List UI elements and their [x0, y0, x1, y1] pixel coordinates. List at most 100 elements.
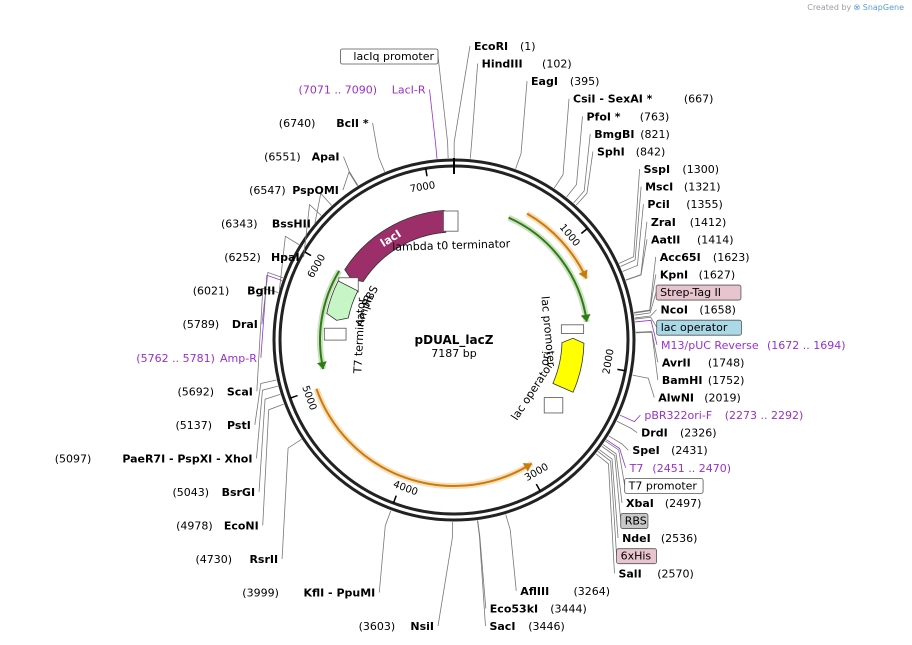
site-apai[interactable]: ApaI(6551) [264, 151, 339, 164]
site-ncoi[interactable]: NcoI(1658) [661, 304, 736, 317]
site-econi[interactable]: EcoNI(4978) [176, 519, 259, 532]
site-eco53ki[interactable]: Eco53kI(3444) [490, 602, 587, 615]
site-name: HpaI [271, 251, 300, 264]
site-scai[interactable]: ScaI(5692) [177, 385, 252, 398]
site-amp-r[interactable]: Amp-R(5762 .. 5781) [136, 352, 257, 365]
site-avrii[interactable]: AvrII(1748) [662, 356, 745, 369]
site-rsrii[interactable]: RsrII(4730) [196, 553, 279, 566]
site-name: SacI [489, 620, 515, 633]
site-aatii[interactable]: AatII(1414) [651, 233, 734, 246]
site-sspi[interactable]: SspI(1300) [644, 163, 719, 176]
site-acc65i[interactable]: Acc65I(1623) [660, 251, 750, 264]
site-alwni[interactable]: AlwNI(2019) [658, 392, 741, 405]
credit-brand: SnapGene [862, 3, 904, 12]
leader-line [314, 192, 332, 224]
site-position: (1658) [699, 304, 736, 317]
site-csii-sexai[interactable]: CsiI - SexAI *(667) [573, 93, 713, 106]
site-laciq-promoter[interactable]: lacIq promoter [339, 48, 439, 65]
site-position: (5789) [183, 318, 220, 331]
site-bsshii[interactable]: BssHII(6343) [221, 218, 311, 231]
site-lac-operator[interactable]: lac operator [656, 319, 742, 336]
leader-line [505, 514, 517, 591]
leader-line [620, 186, 642, 267]
site-name: RsrII [249, 553, 278, 566]
site-name: MscI [645, 181, 673, 194]
site-name: Eco53kI [490, 602, 538, 615]
site-name: SpeI [632, 444, 659, 457]
site-position: (7071 .. 7090) [299, 84, 378, 97]
site-position: (2273 .. 2292) [725, 409, 804, 422]
feature-label-lambda-t0-terminator: lambda t0 terminator [392, 237, 511, 253]
site-labels: EcoRI(1) HindIII(102) EagI(395) CsiI - SexA… [55, 40, 846, 633]
site-name: BglII [247, 285, 275, 298]
site-6xhis[interactable]: 6xHis [616, 548, 657, 565]
orf-arrows [313, 211, 591, 489]
site-eagi[interactable]: EagI(395) [531, 75, 599, 88]
site-position: (5137) [175, 419, 212, 432]
site-bcli[interactable]: BclI *(6740) [279, 117, 369, 130]
feature-tag-box [624, 477, 704, 494]
site-xbai[interactable]: XbaI(2497) [626, 497, 701, 510]
site-name: LacI-R [392, 84, 426, 97]
site-name: SalI [618, 567, 641, 580]
site-name: KflI - PpuMI [303, 586, 375, 599]
site-drdi[interactable]: DrdI(2326) [641, 427, 716, 440]
site-t7-promoter[interactable]: T7 promoter [624, 477, 704, 494]
site-pspomi[interactable]: PspOMI(6547) [249, 184, 339, 197]
site-position: (1412) [690, 216, 727, 229]
site-rbs[interactable]: RBS [620, 513, 649, 529]
credit-prefix: Created by [807, 3, 852, 12]
site-pcii[interactable]: PciI(1355) [647, 198, 722, 211]
feature-label-ori: ori [538, 350, 554, 367]
site-pfoi[interactable]: PfoI *(763) [586, 110, 669, 123]
feature-tag-box [655, 284, 742, 301]
site-position: (1672 .. 1694) [767, 339, 846, 352]
site-afliii[interactable]: AflIII(3264) [520, 585, 610, 598]
tick-mark [617, 368, 626, 372]
site-ndei[interactable]: NdeI(2536) [622, 532, 697, 545]
site-paer7i-pspxi-xhoi[interactable]: PaeR7I - PspXI - XhoI(5097) [55, 452, 253, 465]
leader-line [258, 394, 281, 492]
site-pbr322ori-f[interactable]: pBR322ori-F(2273 .. 2292) [644, 409, 803, 422]
site-position: (2326) [680, 427, 717, 440]
feature-tag-box [339, 48, 439, 65]
site-name: CsiI - SexAI * [573, 93, 653, 106]
leader-line [634, 316, 658, 328]
site-position: (1623) [713, 251, 750, 264]
site-kfli-ppumi[interactable]: KflI - PpuMI(3999) [242, 586, 375, 599]
site-bamhi[interactable]: BamHI(1752) [662, 374, 745, 387]
leader-line [566, 116, 583, 198]
site-bglii[interactable]: BglII(6021) [193, 285, 276, 298]
site-msci[interactable]: MscI(1321) [645, 181, 720, 194]
site-position: (763) [640, 110, 670, 123]
site-bmgbi[interactable]: BmgBI(821) [594, 128, 670, 141]
site-spei[interactable]: SpeI(2431) [632, 444, 707, 457]
site-leader-lines [254, 45, 659, 627]
site-position: (821) [640, 128, 670, 141]
site-position: (6740) [279, 117, 316, 130]
site-t7[interactable]: T7(2451 .. 2470) [629, 462, 731, 475]
site-hpai[interactable]: HpaI(6252) [224, 251, 299, 264]
leader-line [597, 451, 617, 556]
site-sali[interactable]: SalI(2570) [618, 567, 693, 580]
feature-t7-terminator [323, 327, 347, 341]
site-position: (395) [570, 75, 600, 88]
site-laci-r[interactable]: LacI-R (7071 .. 7090) [299, 84, 426, 97]
site-drai[interactable]: DraI(5789) [183, 318, 258, 331]
site-sphi[interactable]: SphI(842) [597, 145, 665, 158]
site-position: (5762 .. 5781) [136, 352, 215, 365]
site-bsrgi[interactable]: BsrGI(5043) [172, 486, 255, 499]
site-kpni[interactable]: KpnI(1627) [660, 268, 735, 281]
leader-line [618, 169, 641, 264]
site-hindiii[interactable]: HindIII(102) [482, 58, 572, 71]
site-nsii[interactable]: NsiI(3603) [359, 620, 434, 633]
site-zrai[interactable]: ZraI(1412) [651, 216, 726, 229]
site-m13-puc-reverse[interactable]: M13/pUC Reverse(1672 .. 1694) [661, 339, 846, 352]
tick-mark [424, 168, 428, 177]
leader-line [278, 235, 300, 291]
site-position: (2536) [661, 532, 698, 545]
site-psti[interactable]: PstI(5137) [175, 419, 250, 432]
site-ecori[interactable]: EcoRI(1) [474, 40, 536, 53]
site-saci[interactable]: SacI(3446) [489, 620, 564, 633]
site-strep-tag-ii[interactable]: Strep-Tag II [655, 284, 742, 301]
